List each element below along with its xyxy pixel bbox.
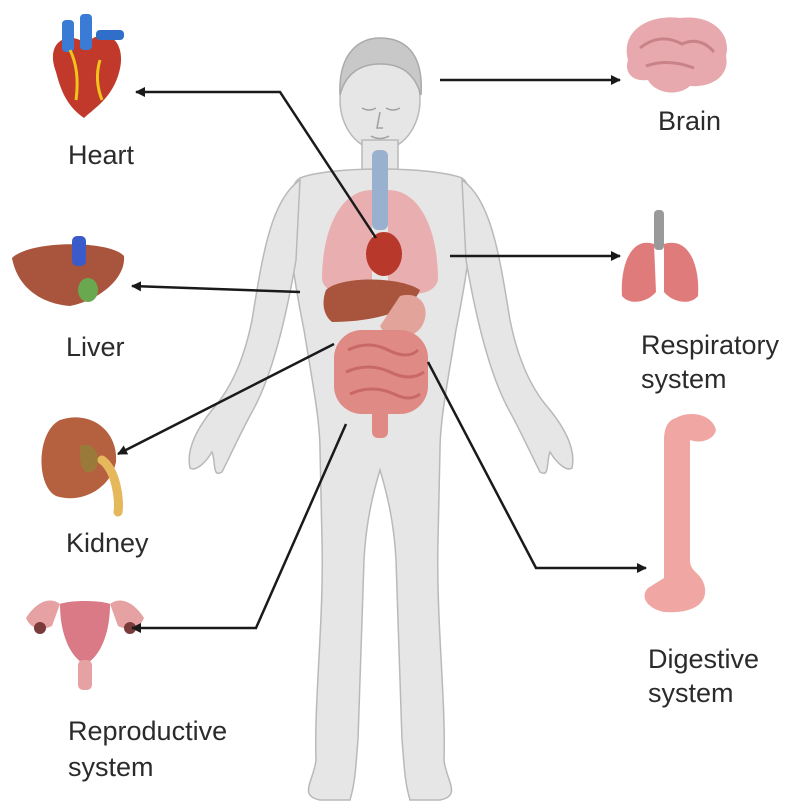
digestive-label-line2: system [648,678,734,709]
reproductive-system-icon [26,600,144,690]
respiratory-label-line2: system [641,364,727,395]
lungs-icon [622,210,698,302]
reproductive-label-line2: system [68,752,154,783]
liver-label: Liver [66,332,125,363]
brain-label: Brain [658,106,721,137]
reproductive-label-line1: Reproductive [68,716,227,747]
liver-icon [12,236,124,306]
kidney-label: Kidney [66,528,149,559]
heart-label: Heart [68,140,134,171]
respiratory-label-line1: Respiratory [641,330,779,361]
heart-icon [53,14,124,118]
brain-icon [627,17,727,92]
kidney-icon [41,417,118,512]
digestive-tract-icon [645,414,716,612]
reproductive-arrow [132,424,346,628]
digestive-label-line1: Digestive [648,644,759,675]
